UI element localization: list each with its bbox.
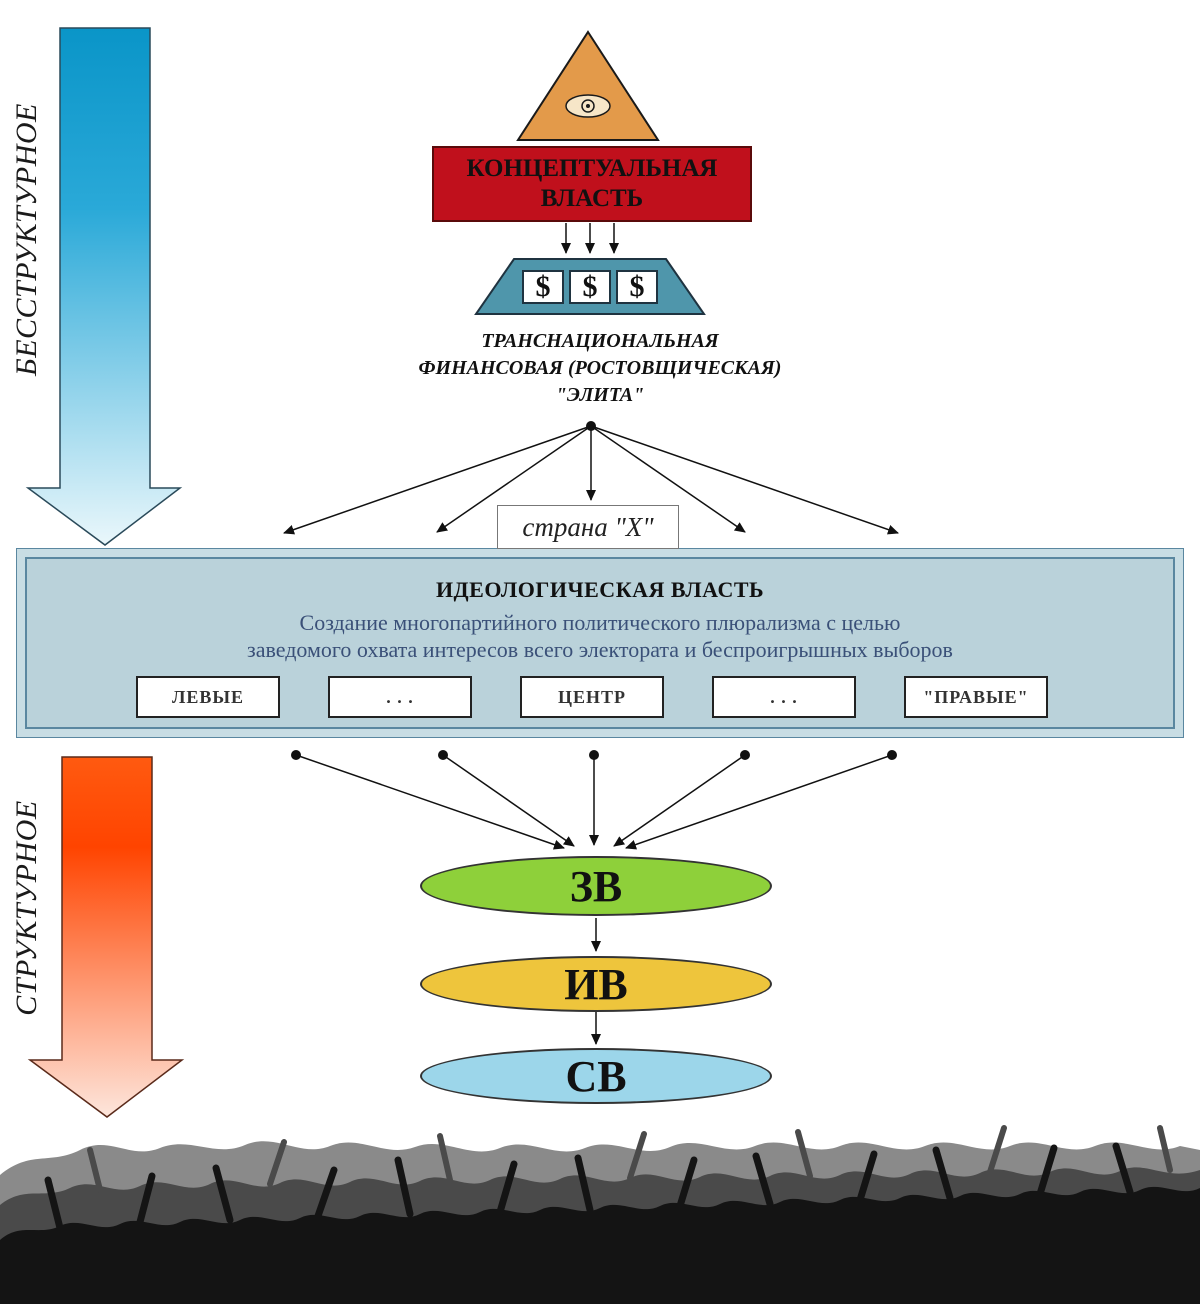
crowd-silhouette: [0, 1125, 1200, 1304]
ideology-desc-line1: Создание многопартийного политического п…: [299, 610, 901, 635]
conceptual-power-line1: КОНЦЕПТУАЛЬНАЯ: [466, 155, 718, 182]
all-seeing-eye-triangle-icon: [516, 30, 660, 141]
party-ellipsis-1: . . .: [328, 676, 472, 718]
party-left: ЛЕВЫЕ: [136, 676, 280, 718]
structured-label: СТРУКТУРНОЕ: [10, 800, 43, 1016]
country-x-label: страна "X": [497, 505, 679, 549]
dollar-icon: $: [569, 270, 611, 304]
dollar-icon: $: [616, 270, 658, 304]
financial-elite-caption: ТРАНСНАЦИОНАЛЬНАЯ ФИНАНСОВАЯ (РОСТОВЩИЧЕ…: [340, 328, 860, 409]
bottom-gradient-arrow: [27, 756, 185, 1118]
party-ellipsis-2: . . .: [712, 676, 856, 718]
ideology-desc-line2: заведомого охвата интересов всего электо…: [247, 637, 953, 662]
elite-line2: ФИНАНСОВАЯ (РОСТОВЩИЧЕСКАЯ): [418, 357, 782, 379]
elite-line3: "ЭЛИТА": [555, 384, 645, 406]
oval-sv: СВ: [420, 1048, 772, 1104]
oval-iv: ИВ: [420, 956, 772, 1012]
elite-line1: ТРАНСНАЦИОНАЛЬНАЯ: [481, 330, 719, 352]
dollar-icon: $: [522, 270, 564, 304]
unstructured-label: БЕССТРУКТУРНОЕ: [10, 103, 43, 376]
top-gradient-arrow: [25, 27, 183, 546]
party-center: ЦЕНТР: [520, 676, 664, 718]
party-right: "ПРАВЫЕ": [904, 676, 1048, 718]
ideological-power-title: ИДЕОЛОГИЧЕСКАЯ ВЛАСТЬ: [435, 577, 765, 602]
ideological-power-description: Создание многопартийного политического п…: [27, 609, 1173, 663]
oval-zv: ЗВ: [420, 856, 772, 916]
conceptual-power-line2: ВЛАСТЬ: [540, 185, 644, 212]
conceptual-power-box: КОНЦЕПТУАЛЬНАЯ ВЛАСТЬ: [432, 146, 752, 222]
ideological-power-box: ИДЕОЛОГИЧЕСКАЯ ВЛАСТЬ Создание многопарт…: [16, 548, 1184, 738]
